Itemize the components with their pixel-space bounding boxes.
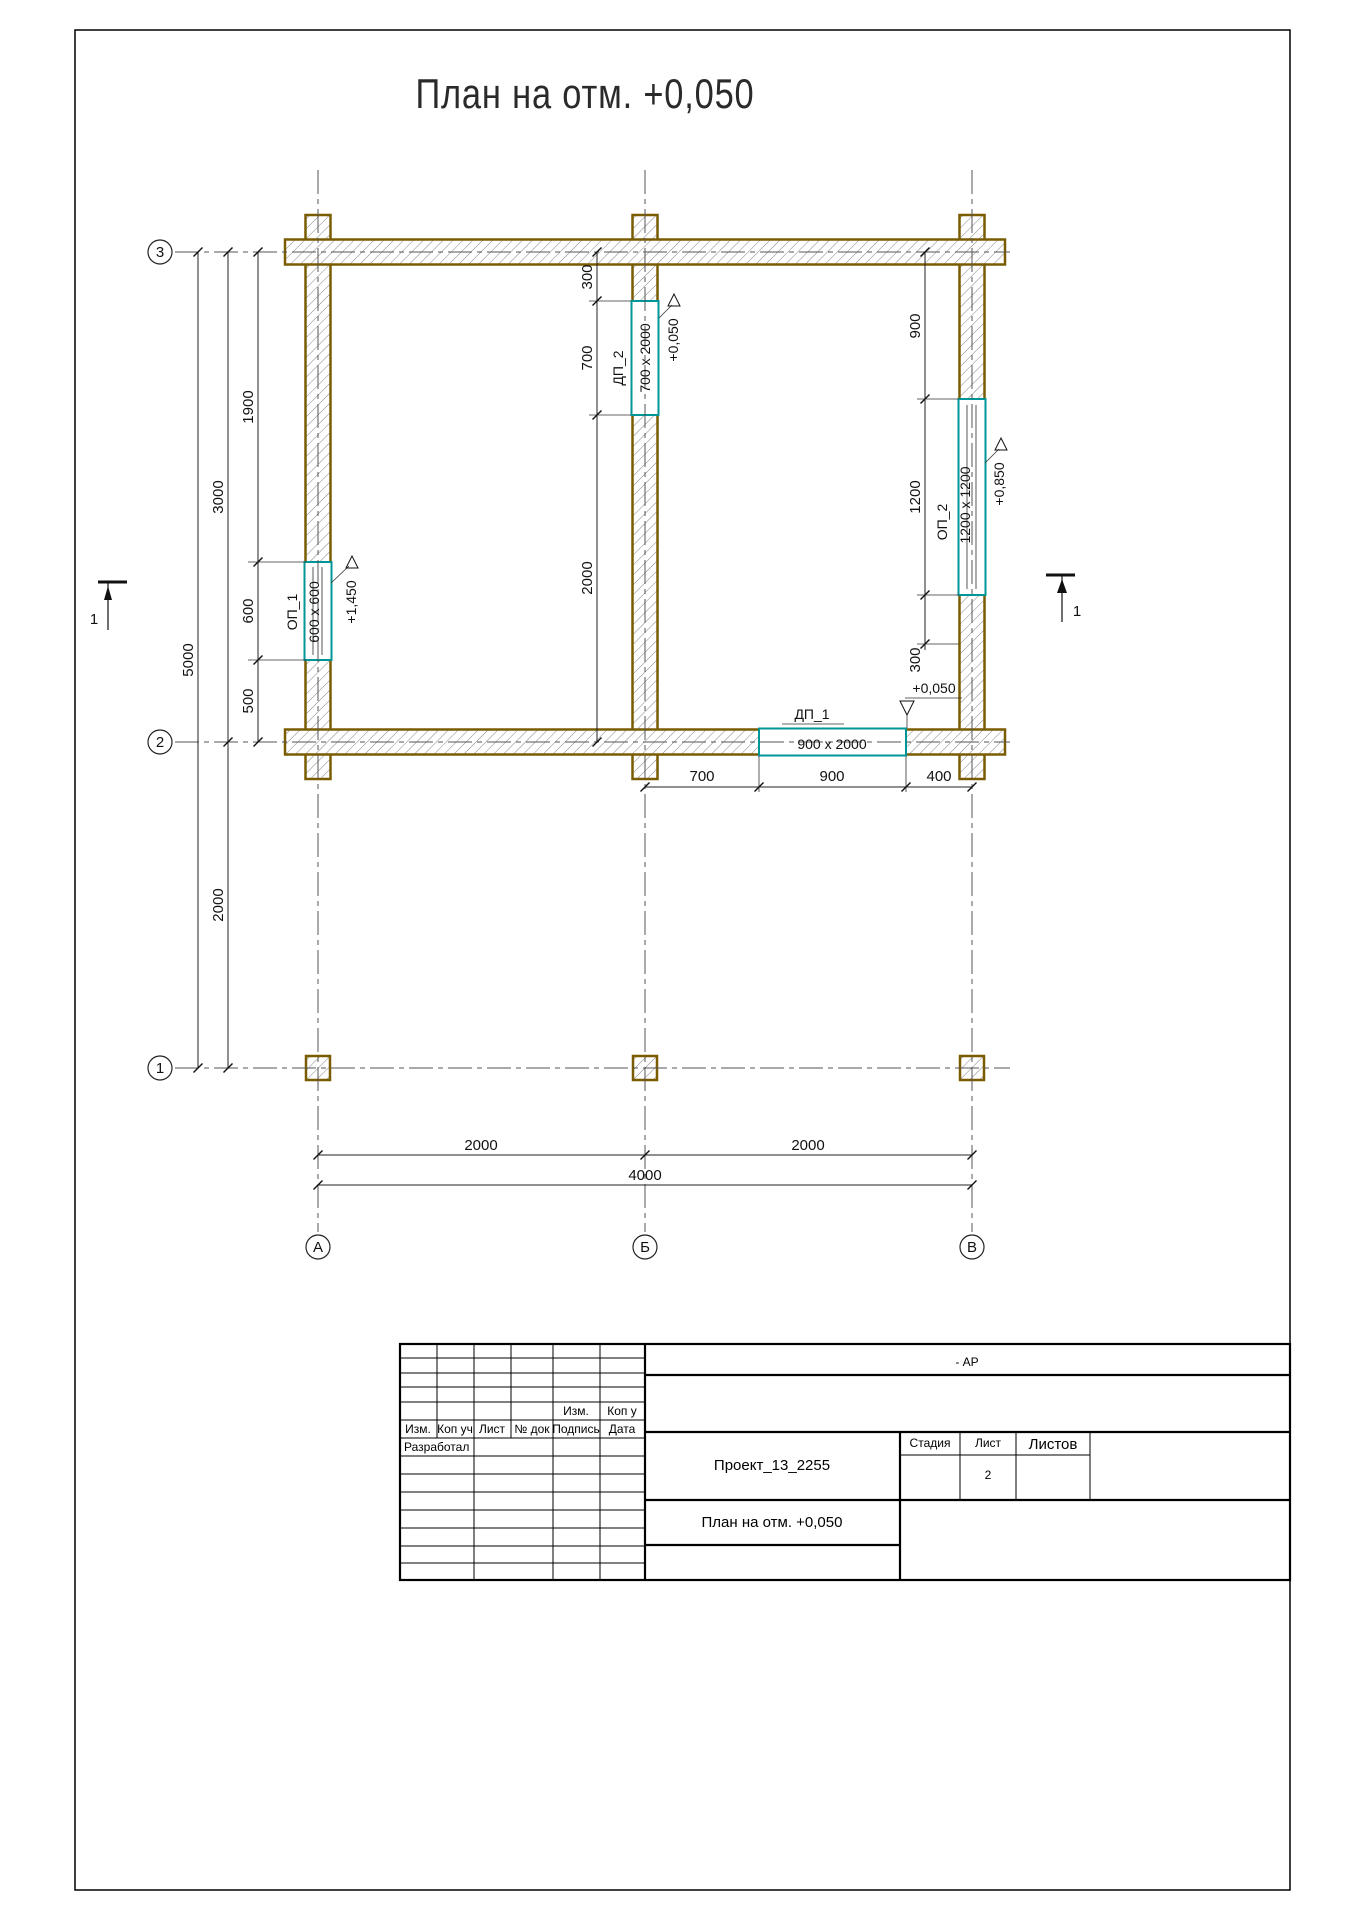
- titleblock-code: - АР: [955, 1355, 978, 1369]
- sheet-frame: [74, 29, 1291, 1891]
- titleblock-project: Проект_13_2255: [714, 1457, 830, 1474]
- dim-4000-total: 4000: [628, 1167, 661, 1184]
- op1-elevation: +1,450: [343, 580, 359, 623]
- axis-bubble-2: [147, 729, 173, 755]
- titleblock-doc-title: План на отм. +0,050: [702, 1514, 843, 1531]
- op2-size: 1200 х 1200: [957, 466, 973, 543]
- axis-label-3: 3: [156, 244, 164, 261]
- dim-1200-v: 1200: [907, 480, 924, 513]
- axis-bubble-b: [632, 1234, 658, 1260]
- section-marks: 1 1: [90, 573, 1081, 630]
- section-arrow-right-icon: [1057, 579, 1067, 593]
- axis-bubble-a: [305, 1234, 331, 1260]
- op1-name: ОП_1: [284, 594, 300, 631]
- dim-chain-axis-b: 300 700 2000: [579, 246, 631, 748]
- dim-chains-left: 1900 600 500 3000 2000 5000: [180, 246, 306, 1074]
- titleblock-prehead-izm: Изм.: [563, 1404, 589, 1418]
- section-label-right: 1: [1073, 603, 1081, 620]
- titleblock-sheets-label: Листов: [1029, 1436, 1078, 1453]
- dp1-name: ДП_1: [794, 706, 829, 722]
- dim-300-v: 300: [907, 647, 924, 672]
- titleblock-stage-label: Стадия: [910, 1436, 951, 1450]
- op1-size: 600 х 600: [306, 581, 322, 643]
- dp1-elevation-triangle-icon: [899, 700, 915, 717]
- dim-2000-bv: 2000: [791, 1137, 824, 1154]
- axis-bubble-v: [959, 1234, 985, 1260]
- section-label-left: 1: [90, 611, 98, 628]
- dp2-name: ДП_2: [610, 350, 626, 385]
- titleblock-head-izm: Изм.: [405, 1422, 431, 1436]
- titleblock-head-list: Лист: [479, 1422, 506, 1436]
- axis-label-b: Б: [640, 1239, 650, 1256]
- drawing-title: План на отм. +0,050: [415, 71, 754, 118]
- dim-2000-left: 2000: [210, 888, 227, 921]
- axis-label-v: В: [967, 1239, 977, 1256]
- titleblock-head-ndok: № док: [514, 1422, 550, 1436]
- dim-chains-bottom: 2000 2000 4000: [312, 1137, 978, 1191]
- grid-axes: 3 2 1 А Б В: [147, 170, 1010, 1260]
- axis-bubble-1: [147, 1055, 173, 1081]
- dim-2000-b: 2000: [579, 561, 596, 594]
- dp1-size: 900 х 2000: [797, 736, 866, 752]
- op1-flag-icon: [345, 554, 359, 569]
- title-block: - АР Изм. Коп у Изм. Коп уч Лист № док П…: [398, 1342, 1292, 1582]
- dim-3000: 3000: [210, 480, 227, 513]
- op2-name: ОП_2: [934, 504, 950, 541]
- dim-600: 600: [240, 598, 257, 623]
- titleblock-sheet-number: 2: [985, 1468, 992, 1482]
- dim-500: 500: [240, 688, 257, 713]
- dim-chain-axis-v: 900 1200 300: [907, 246, 959, 673]
- titleblock-head-kopuch: Коп уч: [437, 1422, 473, 1436]
- axis-label-a: А: [313, 1239, 323, 1256]
- opening-labels: ОП_1 600 х 600 +1,450 ДП_2 700 х 2000 +0…: [284, 292, 1008, 752]
- dim-900-v: 900: [907, 313, 924, 338]
- dp2-elevation: +0,050: [665, 318, 681, 361]
- op2-elevation: +0,850: [991, 462, 1007, 505]
- dim-chain-door: 700 900 400: [639, 756, 978, 793]
- dim-300-b: 300: [579, 264, 596, 289]
- dp2-size: 700 х 2000: [637, 323, 653, 392]
- titleblock-developer: Разработал: [404, 1440, 469, 1454]
- titleblock-sheet-label: Лист: [975, 1436, 1002, 1450]
- dim-2000-ab: 2000: [464, 1137, 497, 1154]
- dim-400-door: 400: [926, 768, 951, 785]
- dim-5000: 5000: [180, 643, 197, 676]
- dim-700-b: 700: [579, 345, 596, 370]
- section-arrow-left-icon: [104, 586, 112, 600]
- titleblock-head-podpis: Подпись: [552, 1422, 600, 1436]
- axis-label-1: 1: [156, 1060, 164, 1077]
- dim-700-door: 700: [689, 768, 714, 785]
- dim-1900: 1900: [240, 390, 257, 423]
- titleblock-head-data: Дата: [609, 1422, 636, 1436]
- axis-bubble-3: [147, 239, 173, 265]
- dp2-flag-icon: [667, 292, 681, 307]
- axis-label-2: 2: [156, 734, 164, 751]
- dim-900-door: 900: [819, 768, 844, 785]
- op2-flag-icon: [994, 436, 1008, 451]
- titleblock-prehead-kop: Коп у: [607, 1404, 637, 1418]
- dp1-elevation: +0,050: [912, 680, 955, 696]
